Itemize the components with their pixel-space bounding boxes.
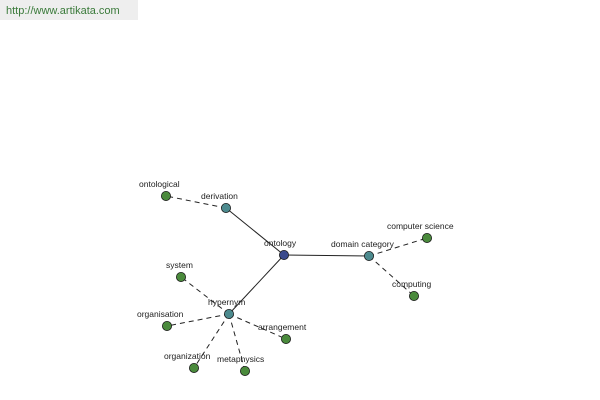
node-organization[interactable]: organization <box>164 351 211 373</box>
node-cs[interactable]: computer science <box>387 221 454 243</box>
node-label-computing[interactable]: computing <box>392 279 431 289</box>
edge-hypernym-organization <box>193 313 230 369</box>
edge-hypernym-system <box>180 276 230 315</box>
node-label-hypernym[interactable]: hypernym <box>208 297 245 307</box>
edge-ontology-domain <box>283 254 370 257</box>
graph-edges <box>165 195 428 372</box>
graph-nodes: ontology derivation domain category hyperny… <box>137 179 454 376</box>
node-label-arrangement[interactable]: arrangement <box>258 322 307 332</box>
source-url[interactable]: http://www.artikata.com <box>0 0 138 20</box>
edge-domain-cs <box>368 237 428 257</box>
node-system[interactable]: system <box>166 260 193 282</box>
node-label-metaphysics[interactable]: metaphysics <box>217 354 264 364</box>
node-label-ontological[interactable]: ontological <box>139 179 180 189</box>
node-organisation[interactable]: organisation <box>137 309 184 331</box>
node-hypernym[interactable]: hypernym <box>208 297 245 319</box>
node-ontological[interactable]: ontological <box>139 179 180 201</box>
node-marker-system[interactable] <box>175 271 186 282</box>
edge-hypernym-metaphysics <box>228 313 246 372</box>
node-marker-hypernym[interactable] <box>223 308 234 319</box>
node-marker-derivation[interactable] <box>220 202 231 213</box>
node-metaphysics[interactable]: metaphysics <box>217 354 264 376</box>
node-marker-organization[interactable] <box>188 362 199 373</box>
node-label-organization[interactable]: organization <box>164 351 211 361</box>
node-marker-computing[interactable] <box>408 290 419 301</box>
edge-ontology-derivation <box>225 207 285 256</box>
node-marker-ontological[interactable] <box>160 190 171 201</box>
node-label-system[interactable]: system <box>166 260 193 270</box>
node-ontology[interactable]: ontology <box>264 238 297 260</box>
node-arrangement[interactable]: arrangement <box>258 322 307 344</box>
node-label-organisation[interactable]: organisation <box>137 309 184 319</box>
edge-hypernym-arrangement <box>228 313 287 340</box>
node-derivation[interactable]: derivation <box>201 191 238 213</box>
node-label-cs[interactable]: computer science <box>387 221 454 231</box>
node-marker-cs[interactable] <box>421 232 432 243</box>
edge-derivation-ontological <box>165 195 227 209</box>
node-marker-metaphysics[interactable] <box>239 365 250 376</box>
edge-hypernym-organisation <box>166 313 230 327</box>
node-marker-domain[interactable] <box>363 250 374 261</box>
node-label-ontology[interactable]: ontology <box>264 238 297 248</box>
edge-ontology-hypernym <box>228 254 285 315</box>
edge-domain-computing <box>368 255 415 297</box>
node-domain[interactable]: domain category <box>331 239 395 261</box>
node-computing[interactable]: computing <box>392 279 431 301</box>
node-marker-organisation[interactable] <box>161 320 172 331</box>
node-label-derivation[interactable]: derivation <box>201 191 238 201</box>
node-label-domain[interactable]: domain category <box>331 239 395 249</box>
node-marker-ontology[interactable] <box>278 249 289 260</box>
node-marker-arrangement[interactable] <box>280 333 291 344</box>
